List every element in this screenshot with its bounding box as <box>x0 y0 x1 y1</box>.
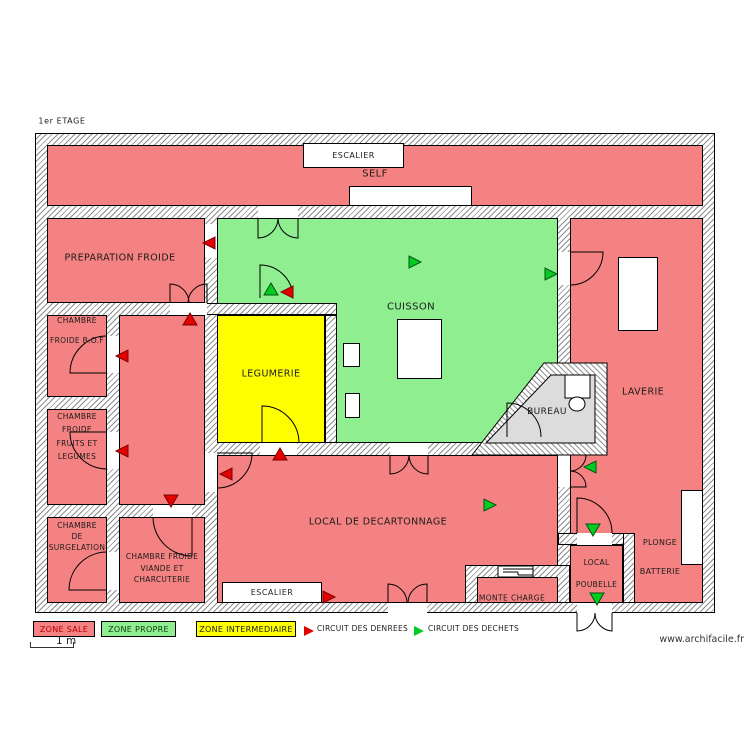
legend-denrees-arrow-icon <box>304 626 314 636</box>
legumerie-wall-right <box>325 315 337 443</box>
legend-zone-sale-label: ZONE SALE <box>39 624 89 634</box>
scale-bar <box>30 642 74 648</box>
door-gap <box>577 603 612 613</box>
door-gap <box>205 224 217 258</box>
door-arc <box>576 612 596 632</box>
label-line: CHAMBRE <box>57 316 97 325</box>
cuisson-label: CUISSON <box>386 301 436 313</box>
local-poubelle-label: LOCAL POUBELLE <box>570 552 623 596</box>
door-gap <box>258 206 298 218</box>
page-title: 1er ETAGE <box>38 116 86 126</box>
laverie-equipment <box>618 257 658 331</box>
plonge-batterie-label: PLONGE BATTERIE <box>628 528 692 586</box>
door-gap <box>558 455 570 487</box>
decartonnage-label: LOCAL DE DECARTONNAGE <box>308 516 448 528</box>
poubelle-wall-right <box>623 533 635 603</box>
chambre-viande-label: CHAMBRE FROIDE VIANDE ET CHARCUTERIE <box>119 551 205 586</box>
escalier-top-label: ESCALIER <box>332 151 375 160</box>
plonge-equipment <box>681 490 703 565</box>
bureau-label: BUREAU <box>527 407 567 417</box>
door-gap <box>205 453 217 492</box>
label-line: FROIDE <box>62 425 92 435</box>
scale-label: 1 m <box>56 635 77 647</box>
door-gap <box>107 432 119 469</box>
legend-zone-propre-label: ZONE PROPRE <box>108 624 169 634</box>
legend-circuit-dechets-label: CIRCUIT DES DECHETS <box>428 624 520 633</box>
cuisson-equipment-large <box>397 319 442 379</box>
legend-zone-propre: ZONE PROPRE <box>101 621 176 637</box>
label-line: VIANDE ET <box>140 563 184 573</box>
chambre-froide-bof-label: CHAMBRE FROIDE B.O.F <box>44 311 110 351</box>
legend-zone-sale: ZONE SALE <box>33 621 95 637</box>
room-monte-charge <box>477 577 558 603</box>
corridor <box>119 315 205 505</box>
escalier-top-box: ESCALIER <box>303 143 404 168</box>
cuisson-equipment-small-1 <box>343 343 360 367</box>
label-line: FRUITS ET <box>56 438 98 448</box>
chambre-froide-fruits-label: CHAMBRE FROIDE FRUITS ET LEGUMES <box>44 410 110 463</box>
label-line: CHAMBRE <box>57 521 97 530</box>
door-gap <box>260 443 297 455</box>
legend-zone-intermediaire: ZONE INTERMEDIAIRE <box>196 621 296 637</box>
legend-circuit-denrees-label: CIRCUIT DES DENREES <box>317 624 409 633</box>
legumerie-wall-top <box>205 303 337 315</box>
door-gap <box>107 552 119 590</box>
label-line: LEGUMES <box>57 451 97 461</box>
label-line: CHAMBRE <box>57 412 97 421</box>
legend-zone-intermediaire-label: ZONE INTERMEDIAIRE <box>199 624 293 634</box>
label-line: DE <box>71 532 83 541</box>
chambre-surgelation-label: CHAMBRE DE SURGELATION <box>42 520 112 553</box>
self-label: SELF <box>362 168 388 180</box>
label-line: FROIDE B.O.F <box>50 336 104 345</box>
label-line: LOCAL <box>583 558 610 567</box>
label-line: CHARCUTERIE <box>133 575 191 584</box>
label-line: POUBELLE <box>575 580 618 589</box>
door-gap <box>170 303 207 315</box>
door-gap <box>558 252 570 285</box>
legend-dechets-arrow-icon <box>414 626 424 636</box>
cuisson-equipment-small-2 <box>345 393 360 418</box>
watermark-link[interactable]: www.archifacile.fr <box>659 634 744 645</box>
legumerie-label: LEGUMERIE <box>241 368 301 380</box>
door-gap <box>153 505 192 517</box>
door-gap <box>577 533 612 545</box>
escalier-bottom-box: ESCALIER <box>222 582 322 603</box>
self-counter <box>349 186 472 206</box>
door-gap <box>390 443 428 455</box>
preparation-froide-label: PREPARATION FROIDE <box>64 252 176 264</box>
door-gap <box>388 603 427 613</box>
label-line: SURGELATION <box>48 543 106 552</box>
laverie-label: LAVERIE <box>621 386 665 398</box>
door-arc <box>594 612 613 632</box>
label-line: BATTERIE <box>639 567 681 576</box>
door-gap <box>107 336 119 373</box>
label-line: PLONGE <box>642 538 678 547</box>
label-line: CHAMBRE FROIDE <box>125 552 199 561</box>
monte-charge-label: MONTE CHARGE <box>478 593 546 603</box>
escalier-bottom-label: ESCALIER <box>250 588 294 597</box>
